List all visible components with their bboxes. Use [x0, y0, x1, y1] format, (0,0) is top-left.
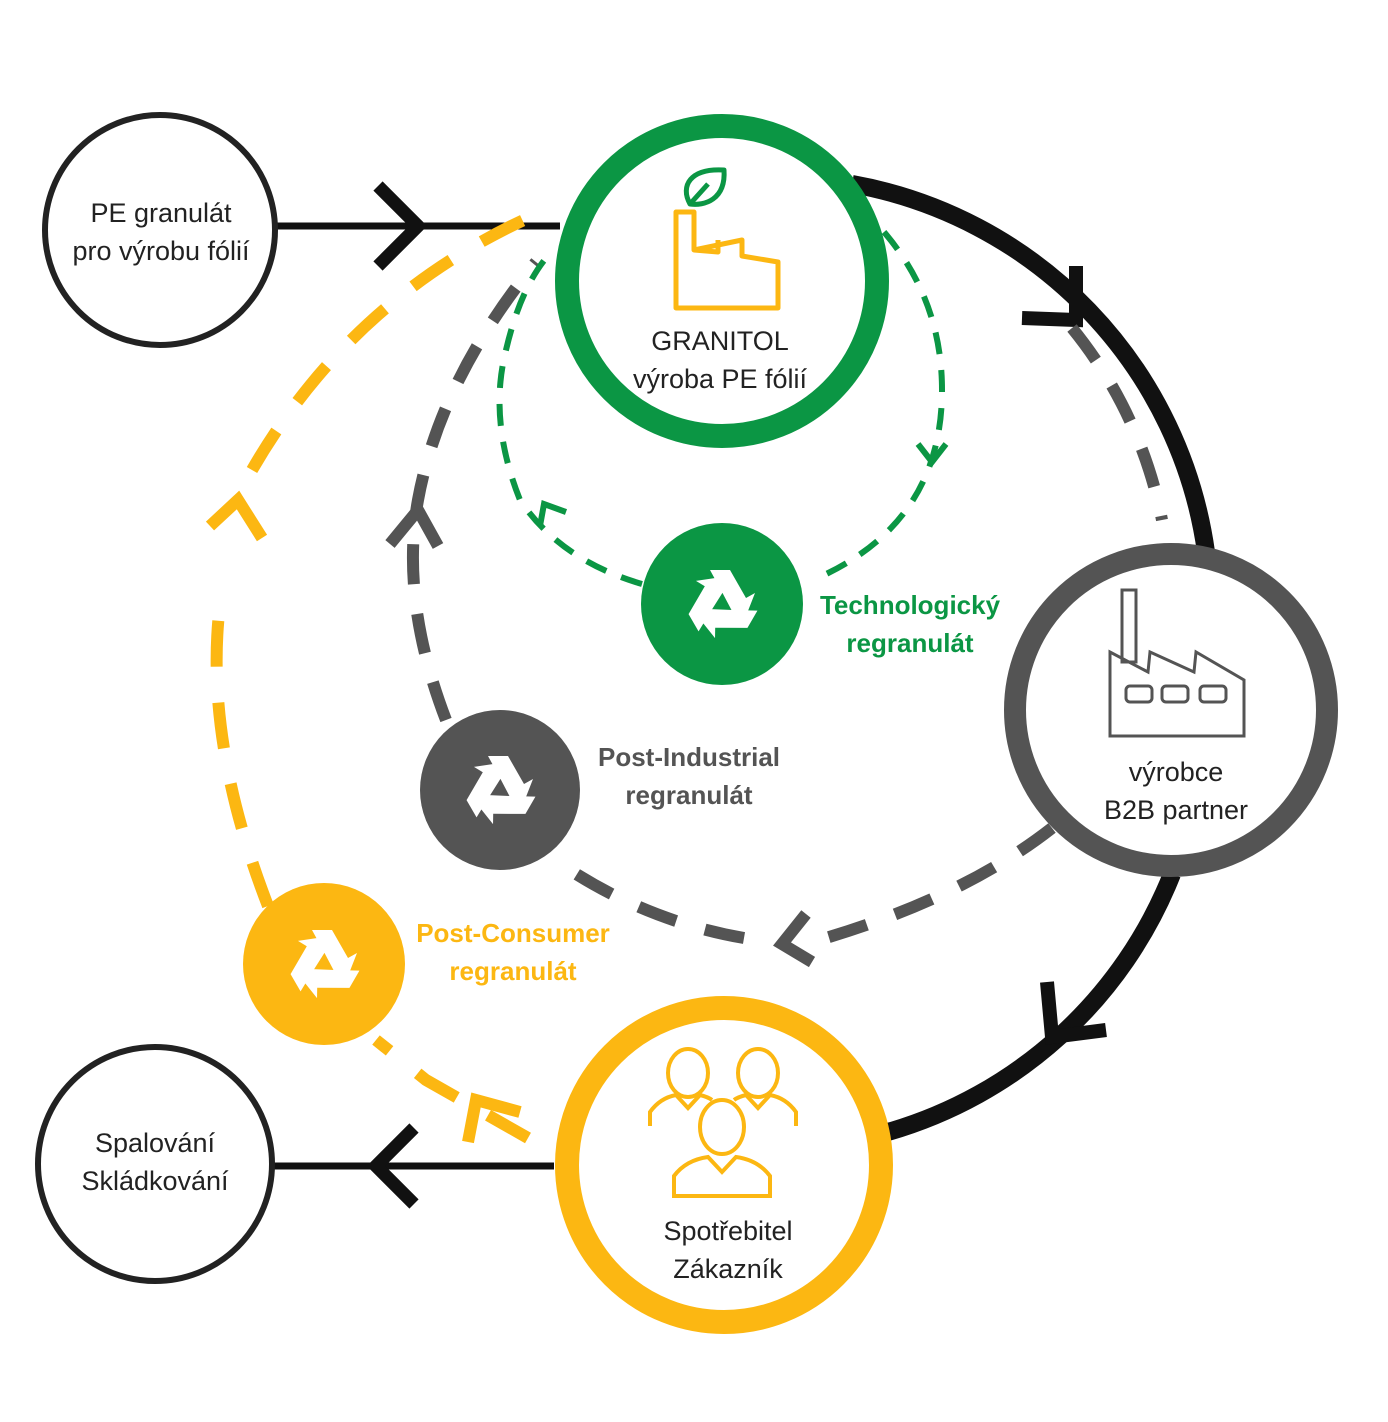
b2b-partner-line1: výrobce	[1128, 757, 1224, 787]
output-arrow-head	[366, 1123, 419, 1209]
b2b-partner-label: výrobce B2B partner	[1056, 753, 1296, 829]
consumer-line1: Spotřebitel	[663, 1216, 793, 1246]
pe-granulate-line2: pro výrobu fólií	[72, 236, 250, 266]
consumer-label: Spotřebitel Zákazník	[608, 1212, 848, 1288]
post-consumer-badge	[243, 883, 405, 1045]
post-industrial-loop-lower	[810, 823, 1056, 948]
technological-loop-right	[820, 230, 946, 579]
pe-granulate-label: PE granulát pro výrobu fólií	[46, 194, 276, 270]
technological-arrow-head-left	[537, 499, 568, 527]
disposal-label: Spalování Skládkování	[40, 1124, 270, 1200]
main-flow-arc-b2b-to-consumer	[885, 870, 1181, 1141]
post-consumer-loop-lower	[372, 1035, 531, 1144]
post-industrial-badge	[420, 710, 580, 870]
input-arrow-head	[373, 181, 428, 271]
arrow-head-granitol-b2b	[1021, 266, 1083, 328]
post-consumer-label: Post-Consumer regranulát	[402, 914, 624, 990]
granitol-node	[555, 114, 889, 448]
disposal-line1: Spalování	[94, 1128, 216, 1158]
pe-granulate-node	[42, 112, 278, 348]
technological-arrow-head-right	[915, 442, 949, 467]
post-industrial-loop-upper	[407, 258, 541, 723]
post-consumer-arrow-head-lower	[462, 1092, 522, 1144]
factory-icon	[1108, 588, 1246, 738]
consumer-line2: Zákazník	[673, 1254, 783, 1284]
post-industrial-arrow-head-upper	[385, 499, 444, 549]
technological-line2: regranulát	[846, 628, 974, 658]
technological-loop-left	[496, 256, 643, 587]
post-industrial-line1: Post-Industrial	[597, 742, 780, 772]
post-industrial-arrow-head-lower	[773, 910, 816, 968]
granitol-label: GRANITOL výroba PE fólií	[600, 322, 840, 398]
b2b-partner-line2: B2B partner	[1103, 795, 1249, 825]
factory-leaf-icon	[673, 167, 781, 311]
technological-label: Technologický regranulát	[800, 586, 1020, 662]
people-icon	[648, 1047, 798, 1198]
b2b-partner-node	[1004, 543, 1338, 877]
post-consumer-line2: regranulát	[449, 956, 577, 986]
post-consumer-loop-upper	[210, 212, 531, 909]
arrow-head-b2b-consumer	[1040, 981, 1107, 1045]
granitol-line2: výroba PE fólií	[632, 364, 808, 394]
granitol-line1: GRANITOL	[651, 326, 789, 356]
pe-granulate-line1: PE granulát	[90, 198, 232, 228]
post-consumer-line1: Post-Consumer	[416, 918, 610, 948]
disposal-node	[35, 1044, 275, 1284]
disposal-line2: Skládkování	[81, 1166, 229, 1196]
post-industrial-label: Post-Industrial regranulát	[578, 738, 800, 814]
post-consumer-arrow-head-upper	[205, 490, 268, 542]
main-flow-arc-granitol-to-b2b	[850, 175, 1215, 554]
consumer-node	[555, 996, 893, 1334]
technological-badge	[641, 523, 803, 685]
technological-line1: Technologický	[819, 590, 1001, 620]
post-industrial-loop-mid	[548, 853, 746, 944]
gray-dashed-right-arc	[1067, 324, 1168, 522]
post-industrial-line2: regranulát	[625, 780, 753, 810]
